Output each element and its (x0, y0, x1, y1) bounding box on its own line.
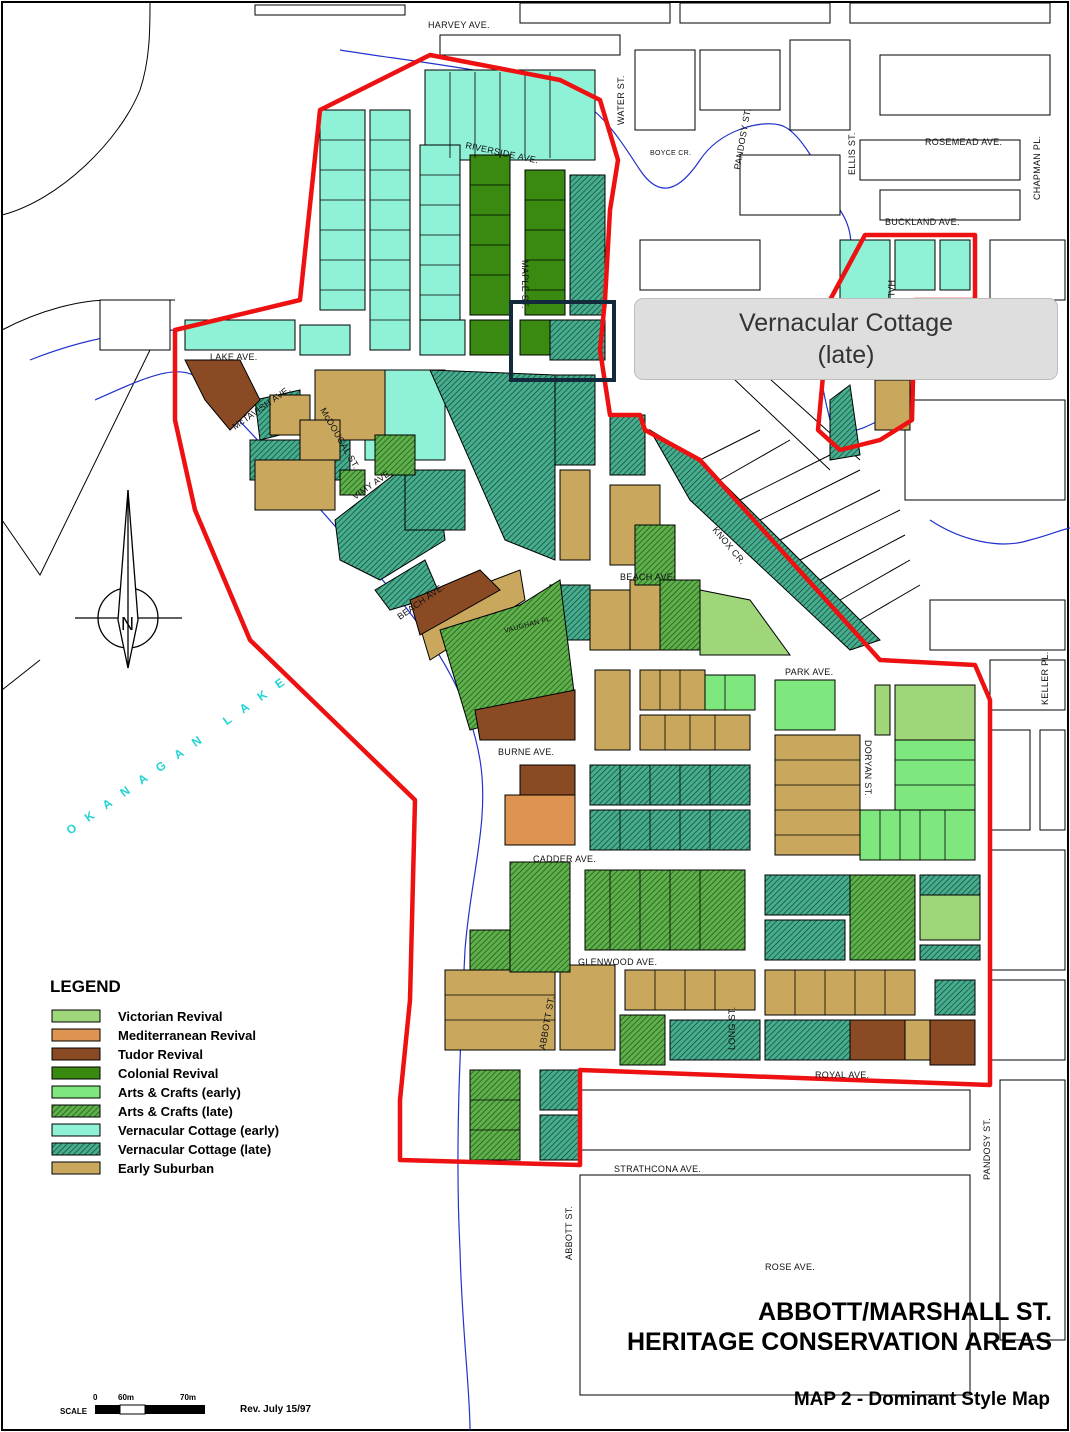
scale-tick-1: 60m (118, 1393, 134, 1402)
legend-label: Colonial Revival (118, 1066, 218, 1081)
street-grid (99, 2, 1066, 1396)
legend-label: Victorian Revival (118, 1009, 223, 1024)
parcels-victorian-revival (699, 589, 981, 941)
parcels-tudor-revival (184, 359, 976, 1066)
scale-bar: SCALE 0 60m 70m (60, 1393, 205, 1416)
street-label-harvey: HARVEY AVE. (428, 20, 490, 30)
revision-date: Rev. July 15/97 (240, 1404, 311, 1415)
street-label-chapman: CHAPMAN PL. (1032, 136, 1042, 200)
legend-label: Vernacular Cottage (early) (118, 1123, 279, 1138)
street-label-park: PARK AVE. (785, 667, 833, 677)
street-label-glenwood: GLENWOOD AVE. (578, 957, 657, 967)
legend-swatch (51, 1142, 101, 1156)
street-label-buckland: BUCKLAND AVE. (885, 217, 960, 227)
legend-swatch (51, 1028, 101, 1042)
scale-tick-2: 70m (180, 1393, 196, 1402)
legend-swatch (51, 1009, 101, 1023)
legend-swatch (51, 1123, 101, 1137)
north-arrow-icon: N (75, 489, 182, 669)
parcels-early-suburban (254, 369, 936, 1061)
highlight-box (509, 300, 616, 382)
lot-lines (320, 72, 975, 1131)
legend-swatch (51, 1085, 101, 1099)
north-label: N (121, 614, 134, 634)
street-label-rose: ROSE AVE. (765, 1262, 815, 1272)
street-label-abbott-south: ABBOTT ST. (564, 1206, 574, 1260)
map-subtitle: MAP 2 - Dominant Style Map (794, 1389, 1050, 1410)
legend-label: Arts & Crafts (late) (118, 1104, 233, 1119)
street-label-rosemead: ROSEMEAD AVE. (925, 137, 1002, 147)
legend-swatch (51, 1047, 101, 1061)
style-callout: Vernacular Cottage (late) (634, 298, 1058, 380)
parcels-arts-crafts-late (339, 434, 916, 1161)
conservation-area-boundary (172, 52, 993, 1168)
map-title-line2: HERITAGE CONSERVATION AREAS (627, 1328, 1052, 1356)
legend-label: Mediterranean Revival (118, 1028, 256, 1043)
map-title-line1: ABBOTT/MARSHALL ST. (758, 1298, 1052, 1326)
street-label-ellis: ELLIS ST. (847, 132, 857, 175)
street-label-long: LONG ST. (727, 1007, 737, 1050)
callout-line1: Vernacular Cottage (738, 309, 954, 337)
legend-label: Early Suburban (118, 1161, 214, 1176)
street-label-cadder: CADDER AVE. (533, 854, 596, 864)
scale-tick-0: 0 (93, 1393, 98, 1402)
callout-line2: (late) (817, 341, 875, 369)
legend-title: LEGEND (50, 977, 121, 996)
legend-label: Vernacular Cottage (late) (118, 1142, 271, 1157)
parcels-arts-crafts-early (704, 674, 976, 861)
street-label-pandosy-south: PANDOSY ST. (982, 1118, 992, 1180)
street-label-keller: KELLER PL. (1040, 651, 1050, 705)
street-label-maple: MAPLE ST. (520, 260, 530, 309)
street-label-lake: LAKE AVE. (210, 352, 258, 362)
legend-label: Tudor Revival (118, 1047, 203, 1062)
street-label-doryan: DORYAN ST. (863, 740, 873, 796)
street-label-beach-east: BEACH AVE. (620, 572, 676, 582)
parcels-mediterranean-revival (504, 794, 576, 846)
street-label-strathcona: STRATHCONA AVE. (614, 1164, 701, 1174)
street-label-boyce: BOYCE CR. (650, 150, 691, 157)
legend-swatch (51, 1161, 101, 1175)
legend-label: Arts & Crafts (early) (118, 1085, 241, 1100)
legend-swatch (51, 1066, 101, 1080)
diagonal-lots (699, 369, 921, 621)
street-label-royal: ROYAL AVE. (815, 1070, 869, 1080)
legend-swatch (51, 1104, 101, 1118)
street-label-burne: BURNE AVE. (498, 747, 554, 757)
scale-label: SCALE (60, 1407, 88, 1416)
parcels-colonial-revival (469, 154, 566, 356)
street-label-water: WATER ST. (616, 75, 626, 125)
